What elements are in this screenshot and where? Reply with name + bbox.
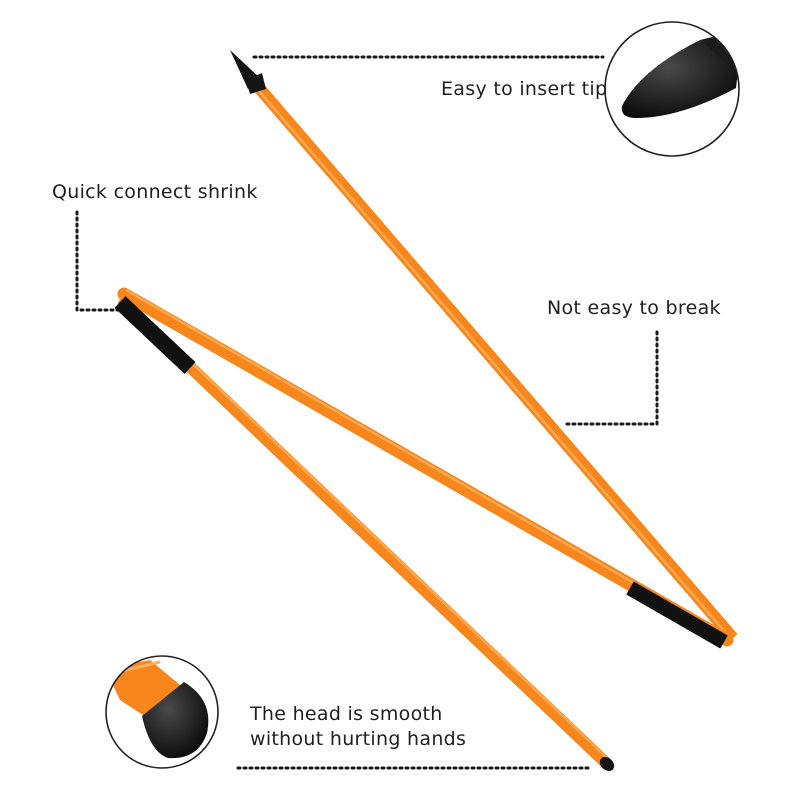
callout-smooth-head: The head is smooth without hurting hands (250, 702, 466, 752)
quick-connect-sleeve (114, 296, 196, 374)
leader-lines (75, 55, 659, 770)
callout-insert-tip: Easy to insert tip (441, 78, 608, 100)
callout-smooth-head-line2: without hurting hands (250, 728, 467, 750)
callout-smooth-head-line1: The head is smooth (250, 703, 443, 725)
leader-break (565, 328, 659, 426)
rod-folded-upper (117, 287, 734, 647)
callout-not-easy-to-break: Not easy to break (547, 297, 721, 319)
zoom-head-circle (105, 655, 219, 769)
leader-connect (75, 210, 120, 312)
zoom-tip-circle (604, 21, 740, 157)
callout-quick-connect: Quick connect shrink (52, 181, 258, 203)
rod-folded-lower (118, 298, 611, 768)
rod-long (249, 78, 738, 642)
right-end-sleeve (626, 581, 728, 649)
rounded-head-cap (599, 756, 615, 772)
